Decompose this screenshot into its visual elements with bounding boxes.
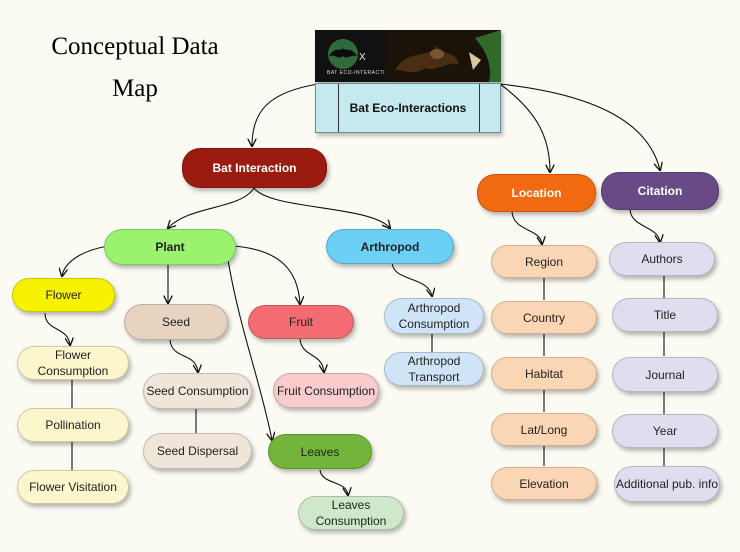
node-fruit: Fruit	[248, 305, 354, 339]
node-authors: Authors	[609, 242, 715, 276]
node-leaves: Leaves	[268, 434, 372, 469]
node-region: Region	[491, 245, 597, 278]
page-title-line1: Conceptual Data	[51, 33, 219, 60]
svg-text:X: X	[359, 52, 366, 63]
node-seed: Seed	[124, 304, 228, 340]
bat-eco-interactions-banner: X BAT ECO-INTERACTIONS	[315, 30, 501, 82]
node-seed-consumption: Seed Consumption	[143, 373, 252, 409]
node-arthropod: Arthropod	[326, 229, 454, 264]
edge-bat-plant	[168, 187, 255, 228]
node-title: Title	[612, 298, 718, 332]
node-fruit-consumption: Fruit Consumption	[273, 373, 379, 408]
edge-location-region	[511, 211, 542, 244]
bat-logo-icon: X	[328, 39, 366, 69]
page-title-line2: Map	[112, 75, 158, 102]
node-pollination: Pollination	[17, 408, 129, 442]
node-location: Location	[477, 174, 596, 212]
edge-bat-arthropod	[253, 187, 390, 228]
node-journal: Journal	[612, 357, 718, 392]
edge-plant-leaves	[227, 259, 272, 440]
box-divider-left	[338, 84, 339, 132]
bat-eco-interactions-box: Bat Eco-Interactions	[315, 83, 501, 133]
node-elevation: Elevation	[491, 467, 597, 500]
edge-arthropod-consumption	[391, 262, 432, 296]
node-flower-consumption: Flower Consumption	[17, 346, 129, 380]
edge-plant-flower	[62, 245, 109, 276]
edge-citation-authors	[629, 209, 660, 242]
box-divider-right	[479, 84, 480, 132]
node-country: Country	[491, 301, 597, 334]
node-habitat: Habitat	[491, 357, 597, 390]
bat-eco-interactions-label: Bat Eco-Interactions	[349, 101, 467, 115]
edge-flower-consumption	[44, 312, 70, 345]
node-plant: Plant	[104, 229, 236, 265]
node-year: Year	[612, 414, 718, 448]
edge-fruit-consumption	[299, 338, 324, 372]
edge-plant-fruit	[233, 245, 300, 304]
edge-leaves-consumption	[319, 469, 348, 495]
node-arthropod-consumption: Arthropod Consumption	[384, 298, 484, 334]
edge-seed-consumption	[169, 339, 198, 372]
node-arthropod-transport: Arthropod Transport	[384, 352, 484, 386]
node-seed-dispersal: Seed Dispersal	[143, 433, 252, 469]
page-title: Conceptual Data Map	[28, 26, 242, 110]
node-bat-interaction: Bat Interaction	[182, 148, 327, 188]
edge-banner-location	[499, 83, 550, 172]
edge-banner-citation	[499, 83, 660, 170]
edge-banner-bat-interaction	[252, 83, 319, 146]
node-additional-pub-info: Additional pub. info	[614, 466, 720, 502]
node-lat-long: Lat/Long	[491, 413, 597, 446]
node-citation: Citation	[601, 172, 719, 210]
bat-feeding-photo	[385, 30, 501, 82]
node-flower: Flower	[12, 278, 115, 312]
node-flower-visitation: Flower Visitation	[17, 470, 129, 504]
banner-caption: BAT ECO-INTERACTIONS	[327, 70, 398, 76]
node-leaves-consumption: Leaves Consumption	[298, 496, 404, 530]
